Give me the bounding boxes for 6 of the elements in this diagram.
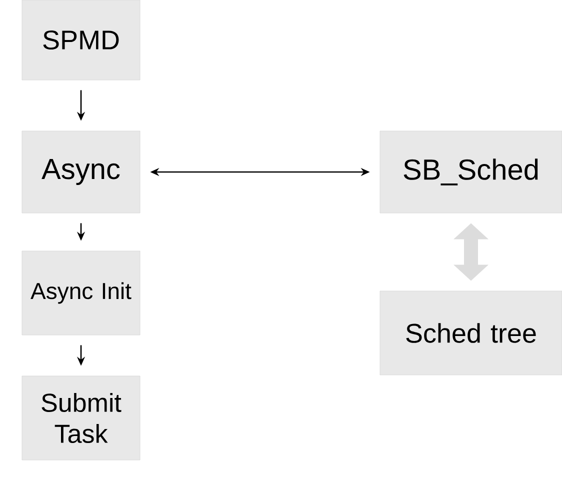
process-box: SPMD xyxy=(22,0,140,80)
process-box: Async Init xyxy=(22,250,140,336)
process-box: Sched tree xyxy=(380,290,562,376)
process-box: Submit Task xyxy=(22,376,140,460)
process-box: SB_Sched xyxy=(380,130,562,214)
process-box: Async xyxy=(22,130,140,214)
